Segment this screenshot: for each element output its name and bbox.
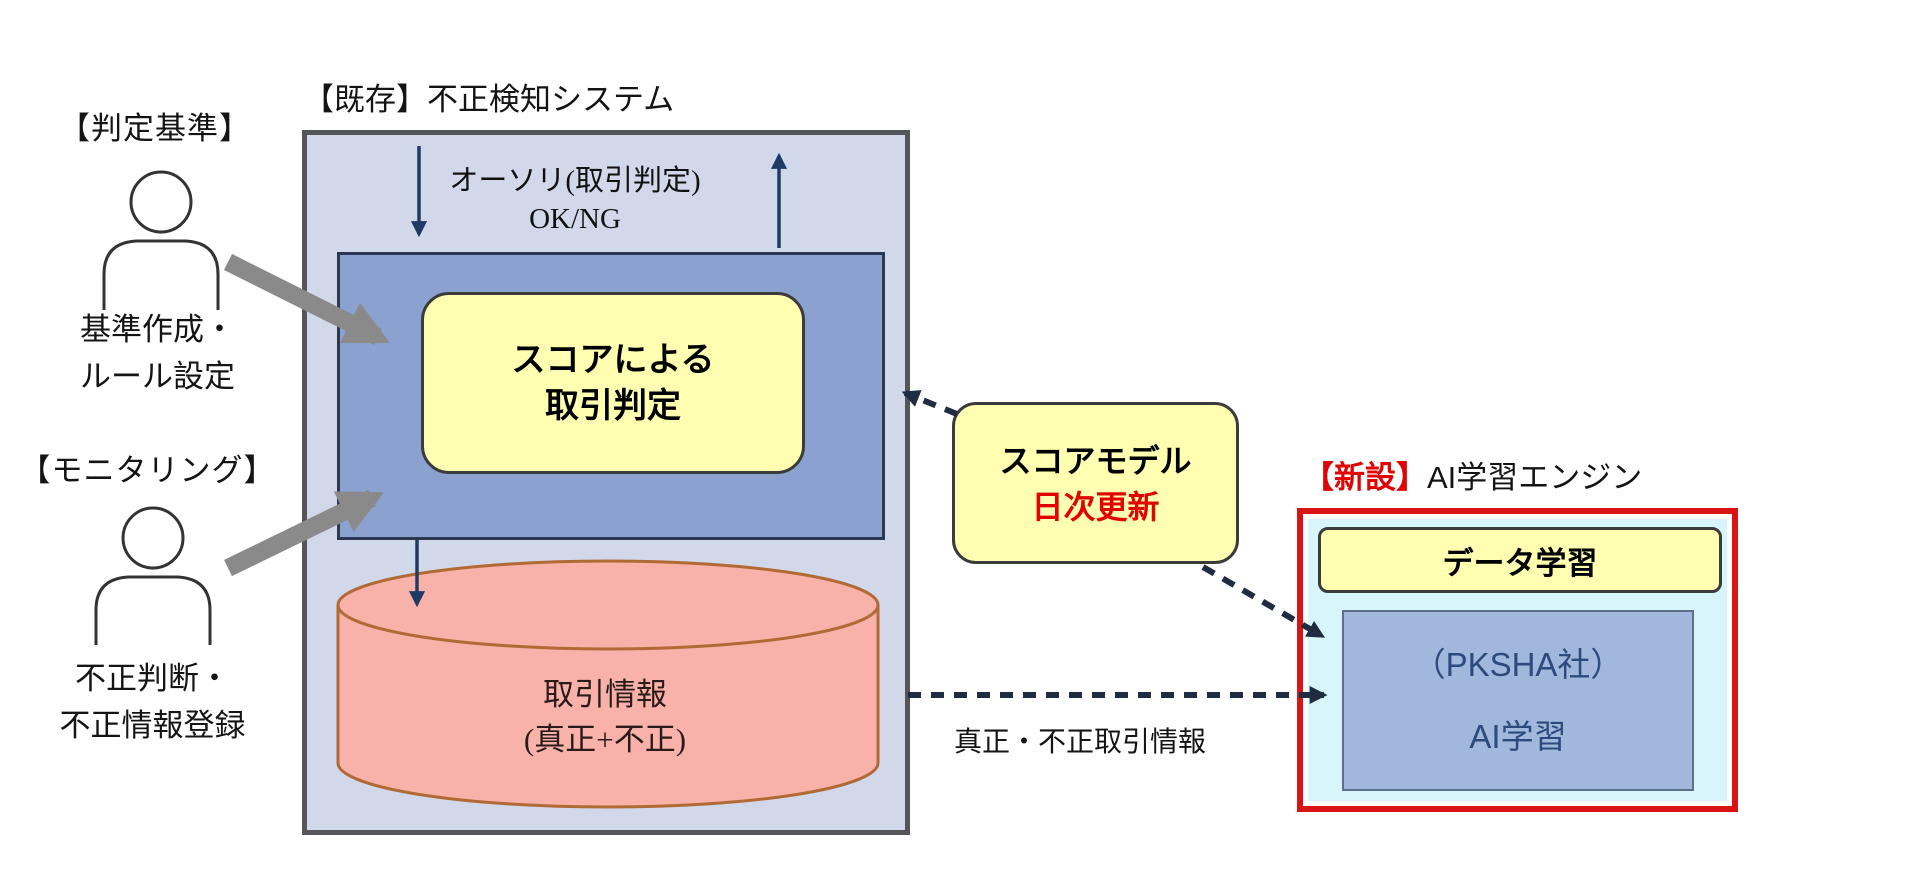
actor2-caption: 不正判断・ 不正情報登録 <box>20 655 285 749</box>
actor1-caption: 基準作成・ ルール設定 <box>30 306 285 400</box>
score-judgment-box: スコアによる 取引判定 <box>421 292 805 474</box>
data-learning-label: データ学習 <box>1442 545 1598 581</box>
data-learning-box: データ学習 <box>1318 527 1722 593</box>
actor1-heading: 【判定基準】 <box>59 111 251 146</box>
person-icon <box>102 170 220 310</box>
person-icon <box>94 506 212 645</box>
transaction-flow-label: 真正・不正取引情報 <box>953 727 1206 758</box>
authorization-label-line1: オーソリ(取引判定) <box>449 165 701 197</box>
actor2-heading: 【モニタリング】 <box>19 453 276 488</box>
score-model-box: スコアモデル 日次更新 <box>952 402 1239 564</box>
existing-system-title: 【既存】不正検知システム <box>303 82 675 117</box>
actor2-caption-line1: 不正判断・ <box>75 661 230 696</box>
score-model-line1: スコアモデル <box>999 443 1192 479</box>
pksha-line2: AI学習 <box>1469 717 1567 755</box>
score-model-line2: 日次更新 <box>1031 489 1160 525</box>
actor2-caption-line2: 不正情報登録 <box>59 708 246 743</box>
transaction-db-label: 取引情報 (真正+不正) <box>380 672 830 762</box>
ai-engine-heading: 【新設】AI学習エンジン <box>1303 452 1642 497</box>
transaction-db-line1: 取引情報 <box>543 677 667 712</box>
actor1-caption-line1: 基準作成・ <box>80 312 235 347</box>
score-model-update-arrow <box>901 390 959 417</box>
database-cylinder-icon <box>336 559 880 809</box>
score-judgment-line1: スコアによる <box>511 341 715 379</box>
score-judgment-line2: 取引判定 <box>545 387 681 425</box>
authorization-label-line2: OK/NG <box>529 203 621 235</box>
ai-engine-heading-new: 【新設】 <box>1303 460 1427 495</box>
transaction-db-line2: (真正+不正) <box>523 722 687 757</box>
actor1-caption-line2: ルール設定 <box>80 359 235 394</box>
pksha-ai-box: （PKSHA社） AI学習 <box>1342 610 1694 791</box>
pksha-line1: （PKSHA社） <box>1412 645 1624 683</box>
authorization-label: オーソリ(取引判定) OK/NG <box>430 162 720 238</box>
ai-engine-heading-rest: AI学習エンジン <box>1427 460 1643 495</box>
